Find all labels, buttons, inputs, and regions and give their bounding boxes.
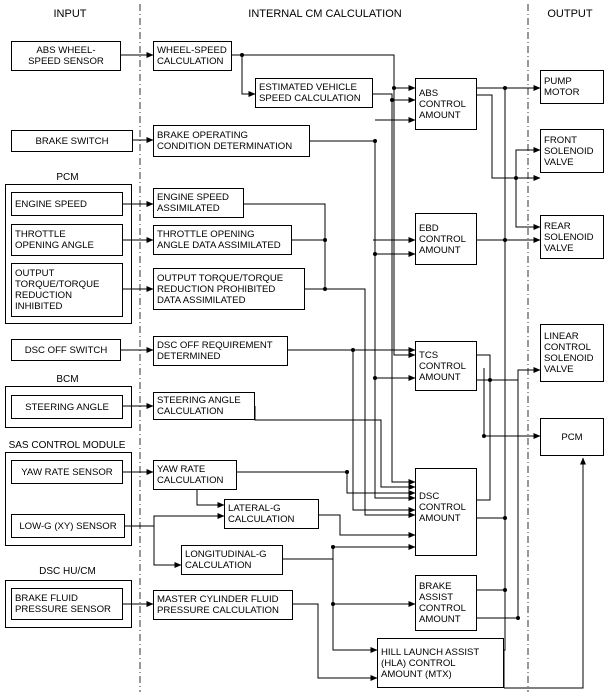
wire-longg-ba <box>332 547 416 607</box>
wire-ws-est <box>241 55 256 97</box>
calc-dsc-off-requirement: DSC OFF REQUIREMENT DETERMINED <box>153 336 288 366</box>
calc-engine-speed-assimilated: ENGINE SPEED ASSIMILATED <box>153 188 244 218</box>
calc-estimated-vehicle-speed: ESTIMATED VEHICLE SPEED CALCULATION <box>255 78 373 108</box>
input-engine-speed: ENGINE SPEED <box>11 192 123 216</box>
wire-front-top <box>515 147 541 178</box>
group-sas <box>5 452 132 546</box>
control-tcs: TCS CONTROL AMOUNT <box>415 341 477 391</box>
input-steering-angle: STEERING ANGLE <box>11 395 123 419</box>
wire-longg <box>283 544 416 560</box>
control-hla: HILL LAUNCH ASSIST (HLA) CONTROL AMOUNT … <box>377 638 504 688</box>
calc-torque-assimilated: OUTPUT TORQUE/TORQUE REDUCTION PROHIBITE… <box>153 268 305 310</box>
output-pump-motor: PUMP MOTOR <box>540 70 604 104</box>
wire-eng-bus <box>244 203 326 289</box>
wire-ws-abs <box>232 54 416 91</box>
header-input: INPUT <box>53 8 87 20</box>
wire-ba-sol <box>477 380 519 619</box>
header-output: OUTPUT <box>547 8 593 20</box>
input-throttle-opening-angle: THROTTLE OPENING ANGLE <box>11 224 123 256</box>
calc-yaw-rate: YAW RATE CALCULATION <box>153 460 237 490</box>
wire-rear-link <box>515 178 541 230</box>
group-bcm <box>5 386 132 428</box>
input-low-g-sensor: LOW-G (XY) SENSOR <box>11 514 125 538</box>
wire-lowg-lat <box>153 513 225 526</box>
wire-tcs-out <box>477 354 491 501</box>
output-front-solenoid-valve: FRONT SOLENOID VALVE <box>540 129 604 173</box>
wire-ws-tcs <box>393 88 416 358</box>
wire-steer <box>254 406 416 490</box>
wire-lowg <box>125 525 182 568</box>
wire-hla-pcm <box>504 457 586 689</box>
calc-wheel-speed: WHEEL-SPEED CALCULATION <box>153 41 232 71</box>
wire-yaw-calc <box>237 471 416 496</box>
header-calc: INTERNAL CM CALCULATION <box>248 8 402 20</box>
control-abs: ABS CONTROL AMOUNT <box>415 78 477 130</box>
output-pcm: PCM <box>540 418 604 456</box>
group-label-pcm: PCM <box>56 172 79 183</box>
wire-brake-op <box>310 140 416 501</box>
input-brake-switch: BRAKE SWITCH <box>11 130 133 152</box>
wire-master <box>293 603 378 681</box>
wire-latg <box>319 514 416 538</box>
output-linear-control-solenoid-valve: LINEAR CONTROL SOLENOID VALVE <box>540 324 604 382</box>
input-output-torque: OUTPUT TORQUE/TORQUE REDUCTION INHIBITED <box>11 263 123 317</box>
wire-dsc-req-dsc <box>352 350 416 513</box>
group-pcm <box>5 184 132 324</box>
calc-master-cylinder-pressure: MASTER CYLINDER FLUID PRESSURE CALCULATI… <box>153 590 293 620</box>
wire-pump-bus <box>504 88 506 651</box>
calc-brake-operating-condition: BRAKE OPERATING CONDITION DETERMINATION <box>153 125 310 157</box>
input-yaw-rate-sensor: YAW RATE SENSOR <box>11 460 123 484</box>
control-ebd: EBD CONTROL AMOUNT <box>415 213 477 265</box>
control-dsc: DSC CONTROL AMOUNT <box>415 468 477 556</box>
group-label-sas: SAS CONTROL MODULE <box>8 440 126 451</box>
output-rear-solenoid-valve: REAR SOLENOID VALVE <box>540 215 604 259</box>
input-brake-fluid-pressure-sensor: BRAKE FLUID PRESSURE SENSOR <box>11 588 123 620</box>
wire-longg-hla <box>332 604 378 653</box>
group-hu <box>5 580 132 628</box>
group-label-bcm: BCM <box>56 374 79 385</box>
wire-tcs-linear <box>477 367 541 381</box>
calc-lateral-g: LATERAL-G CALCULATION <box>224 499 319 529</box>
wire-torque-bus <box>305 288 416 518</box>
wire-abs-front <box>477 94 541 181</box>
input-dsc-off-switch: DSC OFF SWITCH <box>11 339 121 361</box>
calc-steering-angle: STEERING ANGLE CALCULATION <box>153 392 255 420</box>
control-brake-assist: BRAKE ASSIST CONTROL AMOUNT <box>415 575 477 631</box>
calc-longitudinal-g: LONGITUDINAL-G CALCULATION <box>181 545 283 575</box>
group-label-hu: DSC HU/CM <box>39 566 96 577</box>
input-abs-wheel-speed-sensor: ABS WHEEL- SPEED SENSOR <box>11 41 121 71</box>
wire-est-dsc <box>391 100 416 485</box>
calc-throttle-assimilated: THROTTLE OPENING ANGLE DATA ASSIMILATED <box>153 225 292 255</box>
wire-est-abs <box>373 93 416 103</box>
